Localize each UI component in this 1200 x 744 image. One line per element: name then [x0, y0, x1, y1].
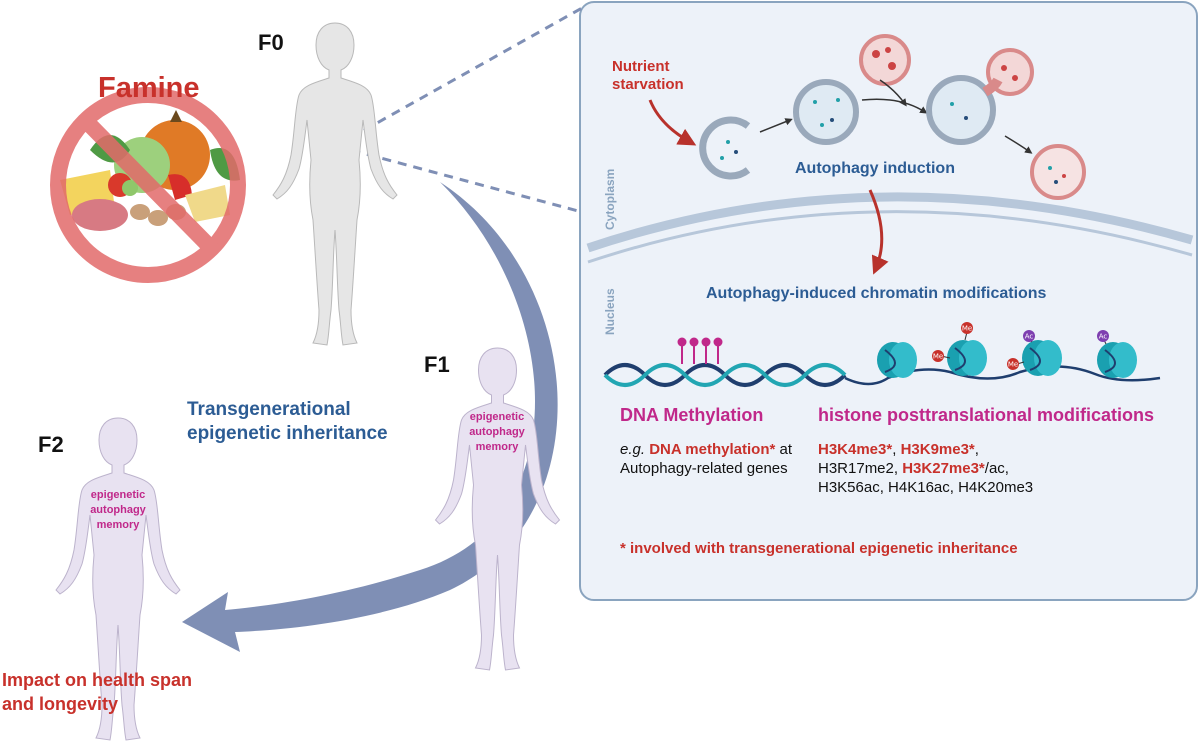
prohibition-sign — [50, 87, 246, 283]
chromatin-modifications-title: Autophagy-induced chromatin modification… — [706, 285, 1047, 302]
f1-memory-label: epigenetic autophagy memory — [469, 411, 525, 453]
nutrient-starvation-label: Nutrient starvation — [612, 58, 684, 93]
starvation-arrow — [648, 99, 697, 146]
svg-text:Ac: Ac — [1025, 333, 1034, 341]
acetyl-mark: Ac — [1023, 330, 1035, 343]
svg-text:Me: Me — [933, 353, 943, 361]
induction-to-nucleus-arrow — [868, 189, 889, 275]
autolysosome-fusion — [926, 48, 1034, 145]
nucleosome — [1097, 342, 1137, 378]
f2-label: F2 — [38, 432, 64, 457]
autophagosome — [793, 79, 859, 145]
dna-methylation-title: DNA Methylation — [620, 405, 764, 425]
inheritance-label: Transgenerational epigenetic inheritance — [187, 399, 388, 444]
chromatin-fiber: Me Me Me Ac Ac — [844, 322, 1161, 386]
cytoplasm-label: Cytoplasm — [603, 168, 617, 230]
acetyl-mark: Ac — [1097, 330, 1109, 345]
svg-text:Me: Me — [962, 325, 972, 333]
methyl-mark: Me — [961, 322, 973, 341]
autophagy-induction-label: Autophagy induction — [795, 160, 955, 177]
f1-label: F1 — [424, 352, 450, 377]
nucleosome — [1022, 340, 1062, 376]
dna-helix — [603, 337, 847, 387]
dna-methylation-text: e.g. DNA methylation* at Autophagy-relat… — [620, 441, 793, 477]
nucleosome — [947, 340, 987, 376]
famine-label: Famine — [98, 72, 200, 104]
autolysosome — [1030, 144, 1086, 200]
outcome-label: Impact on health span and longevity — [2, 670, 193, 714]
histone-modifications-title: histone posttranslational modifications — [818, 405, 1155, 425]
methyl-mark: Me — [932, 350, 951, 362]
f2-memory-label: epigenetic autophagy memory — [90, 489, 146, 531]
phagophore — [699, 116, 751, 180]
nucleosome — [877, 342, 917, 378]
inheritance-arrow — [182, 182, 558, 652]
svg-text:Me: Me — [1008, 361, 1018, 369]
lysosome — [859, 34, 911, 86]
footnote: * involved with transgenerational epigen… — [620, 540, 1018, 557]
nucleus-label: Nucleus — [603, 288, 617, 335]
zoom-line-bottom — [335, 144, 583, 214]
methyl-mark: Me — [1007, 358, 1025, 370]
svg-text:Ac: Ac — [1099, 333, 1108, 341]
histone-modifications-text: H3K4me3*, H3K9me3*, H3R17me2, H3K27me3*/… — [818, 441, 1034, 496]
f0-label: F0 — [258, 30, 284, 55]
f0-human — [272, 22, 398, 346]
nuclear-envelope — [586, 192, 1194, 253]
